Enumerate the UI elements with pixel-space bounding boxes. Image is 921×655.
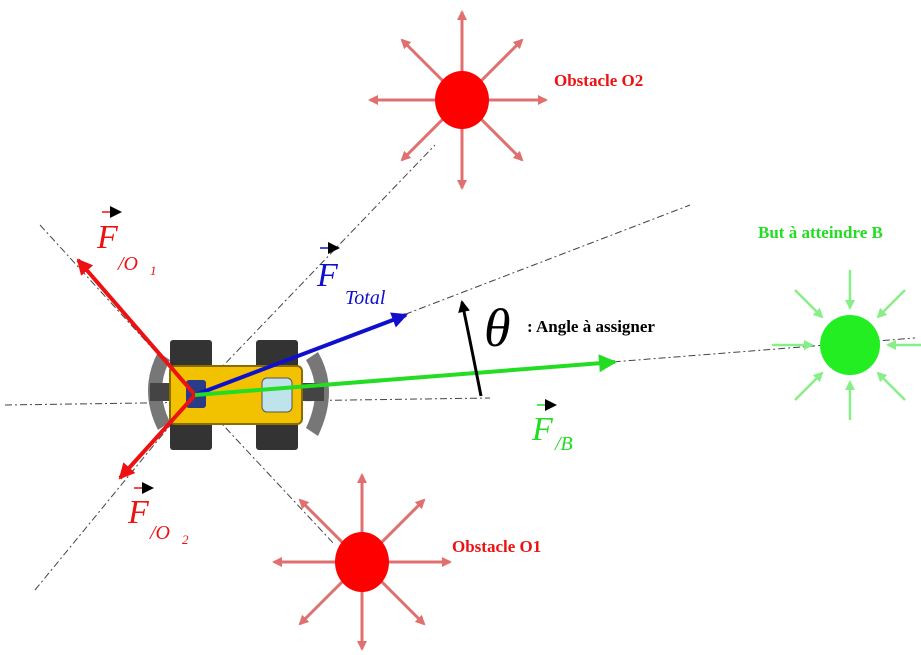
robot-wheel-front-left [170,340,212,368]
mobile-robot-icon [148,340,329,450]
obstacle-o1-label: Obstacle O1 [452,537,541,556]
goal-label: But à atteindre B [758,223,883,242]
robot-window [261,377,293,413]
obstacle-o1: Obstacle O1 [272,473,541,651]
angle-label: : Angle à assigner [527,317,655,336]
vector-label-f-o2: F /O 2 [127,482,189,547]
obstacle-o2-label: Obstacle O2 [554,71,643,90]
guide-line-to-o2 [194,144,436,396]
vector-subscript: /B [554,433,573,455]
vector-subscript: /O [117,253,138,275]
vector-name: F [96,219,119,256]
force-total-arrow [194,312,408,397]
force-o2-arrow [118,393,197,480]
goal-b: But à atteindre B [758,223,921,420]
vector-label-f-o1: F /O 1 [96,206,157,278]
angle-symbol: θ [484,298,511,358]
angle-arc-arrow [458,300,483,397]
vector-subscript: /O [149,522,170,544]
vector-label-f-b: F /B [531,399,573,455]
attractive-point-icon [772,270,921,420]
obstacle-o2-point [435,71,489,129]
vector-name: F [316,257,339,294]
guide-line-total-direction [194,204,691,396]
obstacle-o1-point [335,532,389,592]
robot-axle-left [150,383,170,401]
goal-b-point [820,315,880,375]
robot-wheel-back-left [170,422,212,450]
vector-subsubscript: 2 [182,532,189,547]
vector-name: F [531,411,554,448]
force-o1-arrow [76,258,197,397]
vector-name: F [127,494,150,531]
obstacle-o2: Obstacle O2 [368,10,643,190]
force-goal-arrow [194,354,617,397]
vector-subsubscript: 1 [150,263,157,278]
vector-subscript: Total [345,287,386,309]
vector-label-f-total: F Total [316,242,386,309]
robot-wheel-back-right [256,422,298,450]
guide-line-o2-side [34,394,196,591]
force-vectors [76,258,617,480]
angle-theta: θ : Angle à assigner [458,298,655,397]
